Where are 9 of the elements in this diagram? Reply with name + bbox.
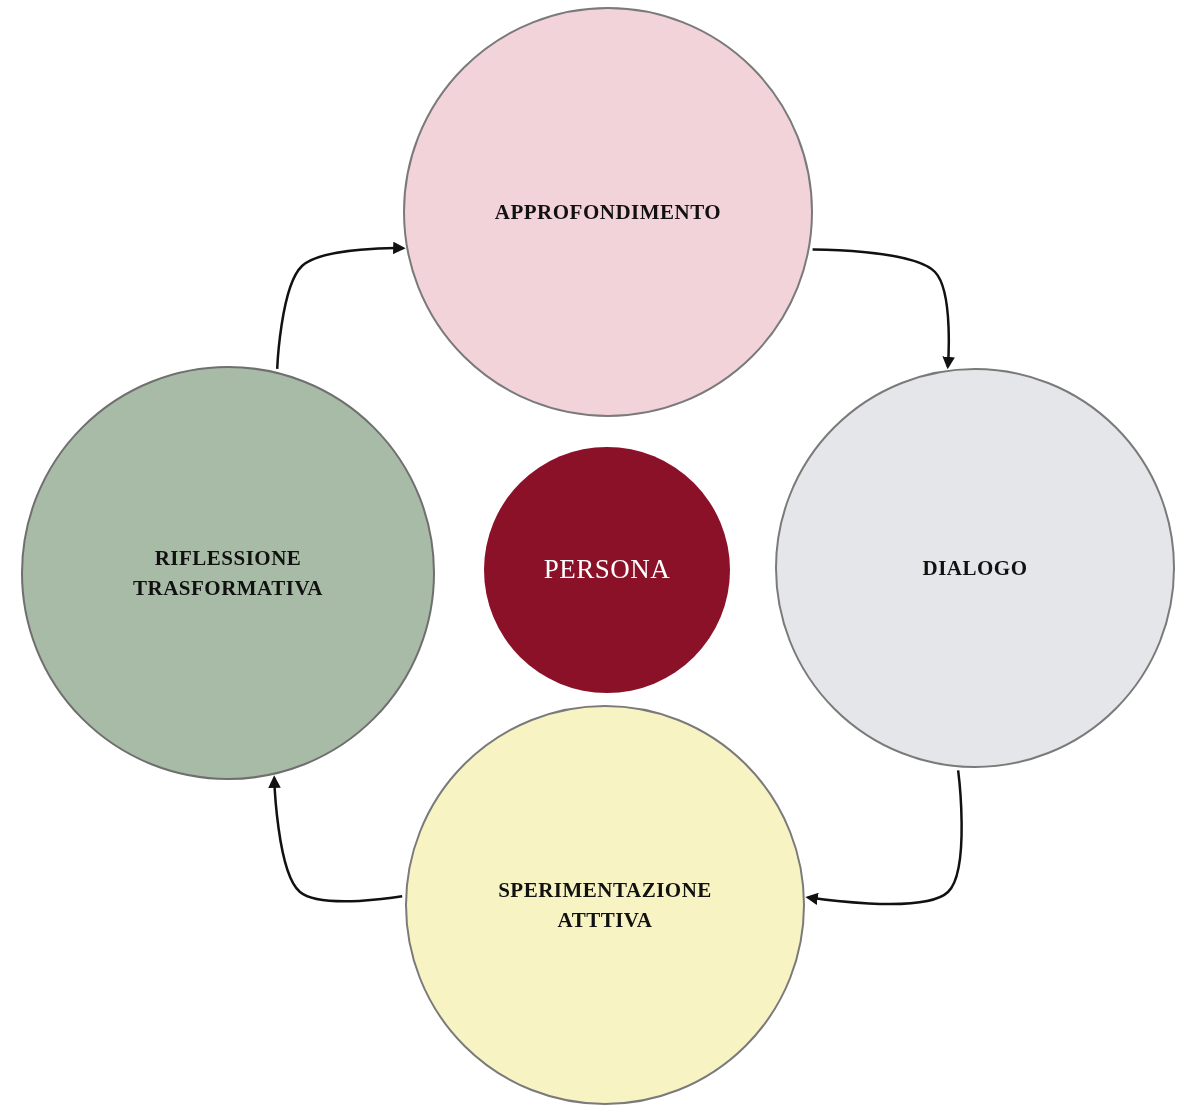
node-label: APPROFONDIMENTO bbox=[494, 198, 722, 226]
curved-arrow bbox=[805, 770, 963, 906]
curved-arrow bbox=[812, 248, 955, 370]
node-label: SPERIMENTAZIONE ATTTIVA bbox=[497, 876, 713, 934]
node-label: RIFLESSIONE TRASFORMATIVA bbox=[131, 544, 325, 602]
node-label: PERSONA bbox=[543, 553, 671, 587]
node-label: DIALOGO bbox=[922, 554, 1028, 582]
curved-arrow bbox=[268, 775, 403, 903]
curved-arrow bbox=[275, 241, 406, 369]
